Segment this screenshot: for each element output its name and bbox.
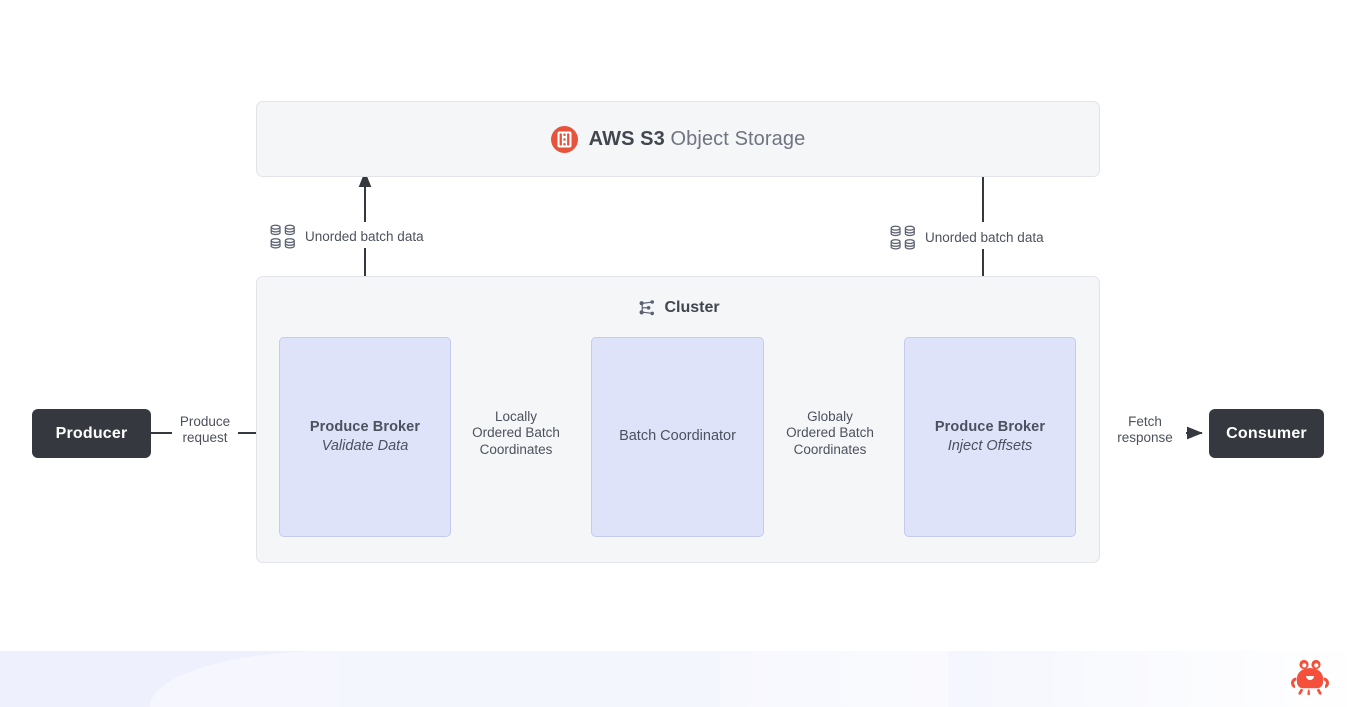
node-title: Produce Broker (934, 418, 1046, 435)
edge-label-unordered-batch-right-text: Unorded batch data (925, 230, 1044, 245)
cluster-heading: Cluster (257, 299, 1101, 317)
database-grid-icon (270, 224, 296, 249)
edge-label-unordered-batch-left-text: Unorded batch data (305, 229, 424, 244)
node-consumer[interactable]: Consumer (1209, 409, 1324, 458)
aws-s3-container: AWS S3 Object Storage (256, 101, 1100, 177)
edge-label-unordered-batch-left: Unorded batch data (270, 224, 424, 249)
edge-label-produce-request: Produce request (179, 414, 231, 446)
aws-s3-subtitle: Object Storage (670, 127, 806, 150)
node-producer[interactable]: Producer (32, 409, 151, 458)
edge-label-locally-ordered: Locally Ordered Batch Coordinates (472, 409, 560, 457)
edge-label-unordered-batch-right: Unorded batch data (890, 225, 1044, 250)
aws-s3-heading: AWS S3 Object Storage (550, 125, 806, 153)
cluster-nodes-icon (638, 299, 656, 317)
aws-s3-brand: AWS S3 (588, 127, 665, 150)
aws-s3-bucket-icon (550, 125, 578, 153)
node-title: Batch Coordinator (619, 428, 736, 445)
node-produce-broker-validate[interactable]: Produce Broker Validate Data (279, 337, 451, 537)
database-grid-icon (890, 225, 916, 250)
cluster-label-text: Cluster (664, 299, 720, 316)
node-subtitle: Inject Offsets (947, 438, 1033, 454)
edge-label-globaly-ordered: Globaly Ordered Batch Coordinates (786, 409, 874, 457)
node-batch-coordinator[interactable]: Batch Coordinator (591, 337, 764, 537)
edge-label-fetch-response: Fetch response (1117, 414, 1173, 446)
node-subtitle: Validate Data (321, 438, 409, 454)
node-title: Produce Broker (309, 418, 421, 435)
crab-logo-icon (1289, 657, 1331, 695)
node-produce-broker-inject[interactable]: Produce Broker Inject Offsets (904, 337, 1076, 537)
aws-s3-title: AWS S3 Object Storage (589, 128, 806, 151)
